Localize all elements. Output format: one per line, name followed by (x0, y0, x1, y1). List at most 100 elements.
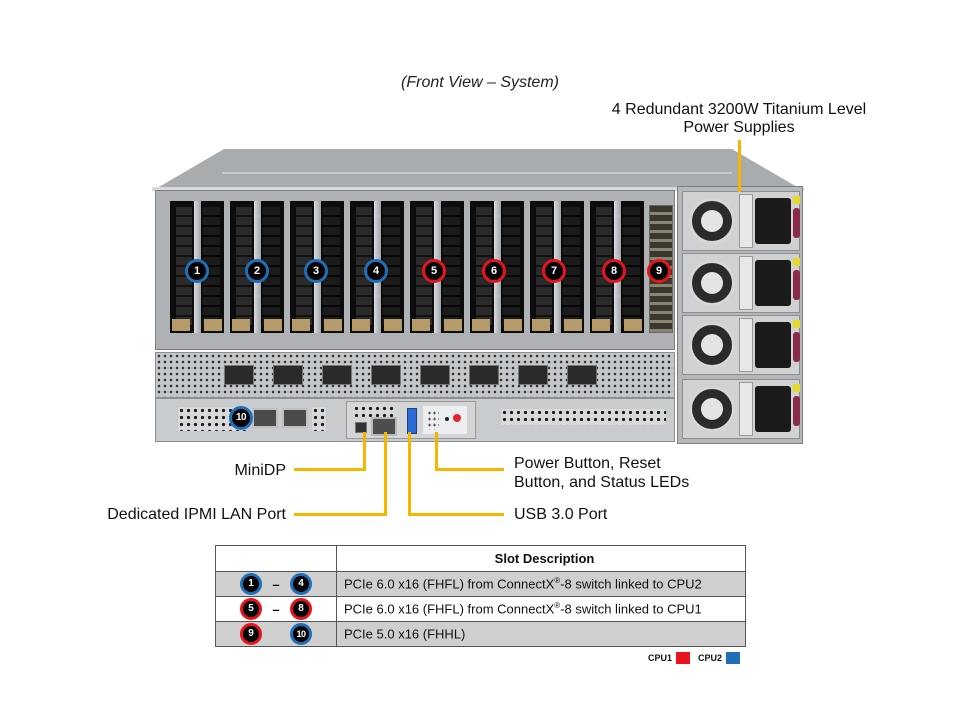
osfp-port[interactable] (469, 365, 499, 385)
osfp-port-row (155, 352, 675, 398)
psu-leader-line (738, 140, 741, 192)
minidp-label: MiniDP (234, 462, 286, 479)
description-text-suffix: -8 switch linked to CPU1 (560, 601, 702, 617)
osfp-port[interactable] (420, 365, 450, 385)
bracket-tab (564, 319, 582, 331)
slot-description-cell: PCIe 6.0 x16 (FHFL) from ConnectX®-8 swi… (336, 596, 746, 622)
range-dash: – (272, 576, 280, 592)
bracket-tab (412, 319, 430, 331)
usb-label: USB 3.0 Port (514, 506, 608, 523)
slot-number-badge: 5 (422, 259, 446, 283)
range-dash: – (272, 601, 280, 617)
psu-release-latch[interactable] (793, 332, 800, 362)
power-button[interactable] (453, 414, 461, 422)
heatsink-fins (203, 207, 220, 325)
heatsink-fins (263, 207, 280, 325)
osfp-port[interactable] (518, 365, 548, 385)
slot-badge: 10 (290, 623, 312, 645)
heatsink-fins (323, 207, 340, 325)
psu-handle[interactable] (739, 256, 753, 310)
bracket-tab (172, 319, 190, 331)
psu-release-latch[interactable] (793, 270, 800, 300)
slot-number-badge: 9 (647, 259, 671, 283)
psu-fan-icon (689, 198, 735, 244)
bracket-tab (504, 319, 522, 331)
ipmi-leader-h (294, 513, 387, 516)
io-module (346, 401, 476, 439)
ipmi-lan-label: Dedicated IPMI LAN Port (107, 506, 286, 523)
bracket-tab (472, 319, 490, 331)
power-reset-label: Power Button, Reset Button, and Status L… (514, 454, 689, 492)
psu-callout-label: 4 Redundant 3200W Titanium Level Power S… (600, 101, 878, 137)
bracket-tab (204, 319, 222, 331)
gpu-slot (410, 201, 464, 333)
gpu-slot (590, 201, 644, 333)
slot-number-badge: 4 (364, 259, 388, 283)
psu-fan-icon (689, 260, 735, 306)
bracket-tab (592, 319, 610, 331)
reset-button[interactable] (445, 417, 449, 421)
psu-handle[interactable] (739, 382, 753, 436)
gpu-slot-area (155, 190, 675, 350)
power-reset-line1: Power Button, Reset (514, 455, 661, 472)
table-header-row: Slot Description (215, 545, 746, 572)
power-socket (755, 260, 791, 306)
slot-number-badge: 7 (542, 259, 566, 283)
power-supply-unit (682, 315, 800, 375)
bracket-tab (384, 319, 402, 331)
usb-port[interactable] (407, 408, 417, 434)
psu-release-latch[interactable] (793, 208, 800, 238)
status-leds (427, 410, 439, 430)
heatsink-fins (176, 207, 192, 325)
minidp-port[interactable] (355, 422, 367, 433)
heatsink-fins (443, 207, 460, 325)
psu-handle[interactable] (739, 318, 753, 372)
slot-badge: 8 (290, 598, 312, 620)
rear-io-panel (155, 398, 675, 442)
slot-range-cell: 1–4 (215, 571, 337, 597)
slot-range-cell: 5–8 (215, 596, 337, 622)
cpu1-legend-label: CPU1 (648, 653, 673, 663)
power-supply-unit (682, 253, 800, 313)
bracket-tab (624, 319, 642, 331)
cpu-legend: CPU1 CPU2 (648, 652, 741, 664)
bracket-tab (264, 319, 282, 331)
control-panel (423, 406, 467, 434)
psu-fan-icon (689, 386, 735, 432)
slot10-vent-right (312, 407, 326, 431)
table-header-blank (215, 545, 337, 572)
heatsink-fins (563, 207, 580, 325)
osfp-port[interactable] (224, 365, 254, 385)
usb-leader-v (408, 432, 411, 516)
heatsink-fins (383, 207, 400, 325)
osfp-port[interactable] (567, 365, 597, 385)
minidp-leader-v (363, 432, 366, 471)
description-text-suffix: -8 switch linked to CPU2 (560, 576, 702, 592)
cpu1-legend-swatch (676, 652, 691, 664)
slot-badge: 9 (240, 623, 262, 645)
blank-slot-vent (501, 409, 666, 425)
psu-release-latch[interactable] (793, 396, 800, 426)
view-caption: (Front View – System) (401, 74, 559, 91)
osfp-port[interactable] (322, 365, 352, 385)
slot-number-badge: 8 (602, 259, 626, 283)
warning-label (793, 258, 800, 266)
table-row: 1–4 PCIe 6.0 x16 (FHFL) from ConnectX®-8… (215, 571, 746, 597)
cpu2-legend-label: CPU2 (698, 653, 723, 663)
bracket-tab (444, 319, 462, 331)
power-supply-unit (682, 191, 800, 251)
slot-badge: 5 (240, 598, 262, 620)
slot-range-cell: 9 10 (215, 621, 337, 647)
slot-description-header: Slot Description (494, 551, 595, 566)
ipmi-leader-v (384, 432, 387, 516)
chassis-top-cover (152, 149, 804, 191)
psu-handle[interactable] (739, 194, 753, 248)
table-row: 5–8 PCIe 6.0 x16 (FHFL) from ConnectX®-8… (215, 596, 746, 622)
bracket-tab (324, 319, 342, 331)
osfp-port[interactable] (273, 365, 303, 385)
warning-label (793, 384, 800, 392)
bracket-tab (532, 319, 550, 331)
heatsink-fins (623, 207, 640, 325)
psu-callout-line2: Power Supplies (683, 119, 795, 136)
osfp-port[interactable] (371, 365, 401, 385)
